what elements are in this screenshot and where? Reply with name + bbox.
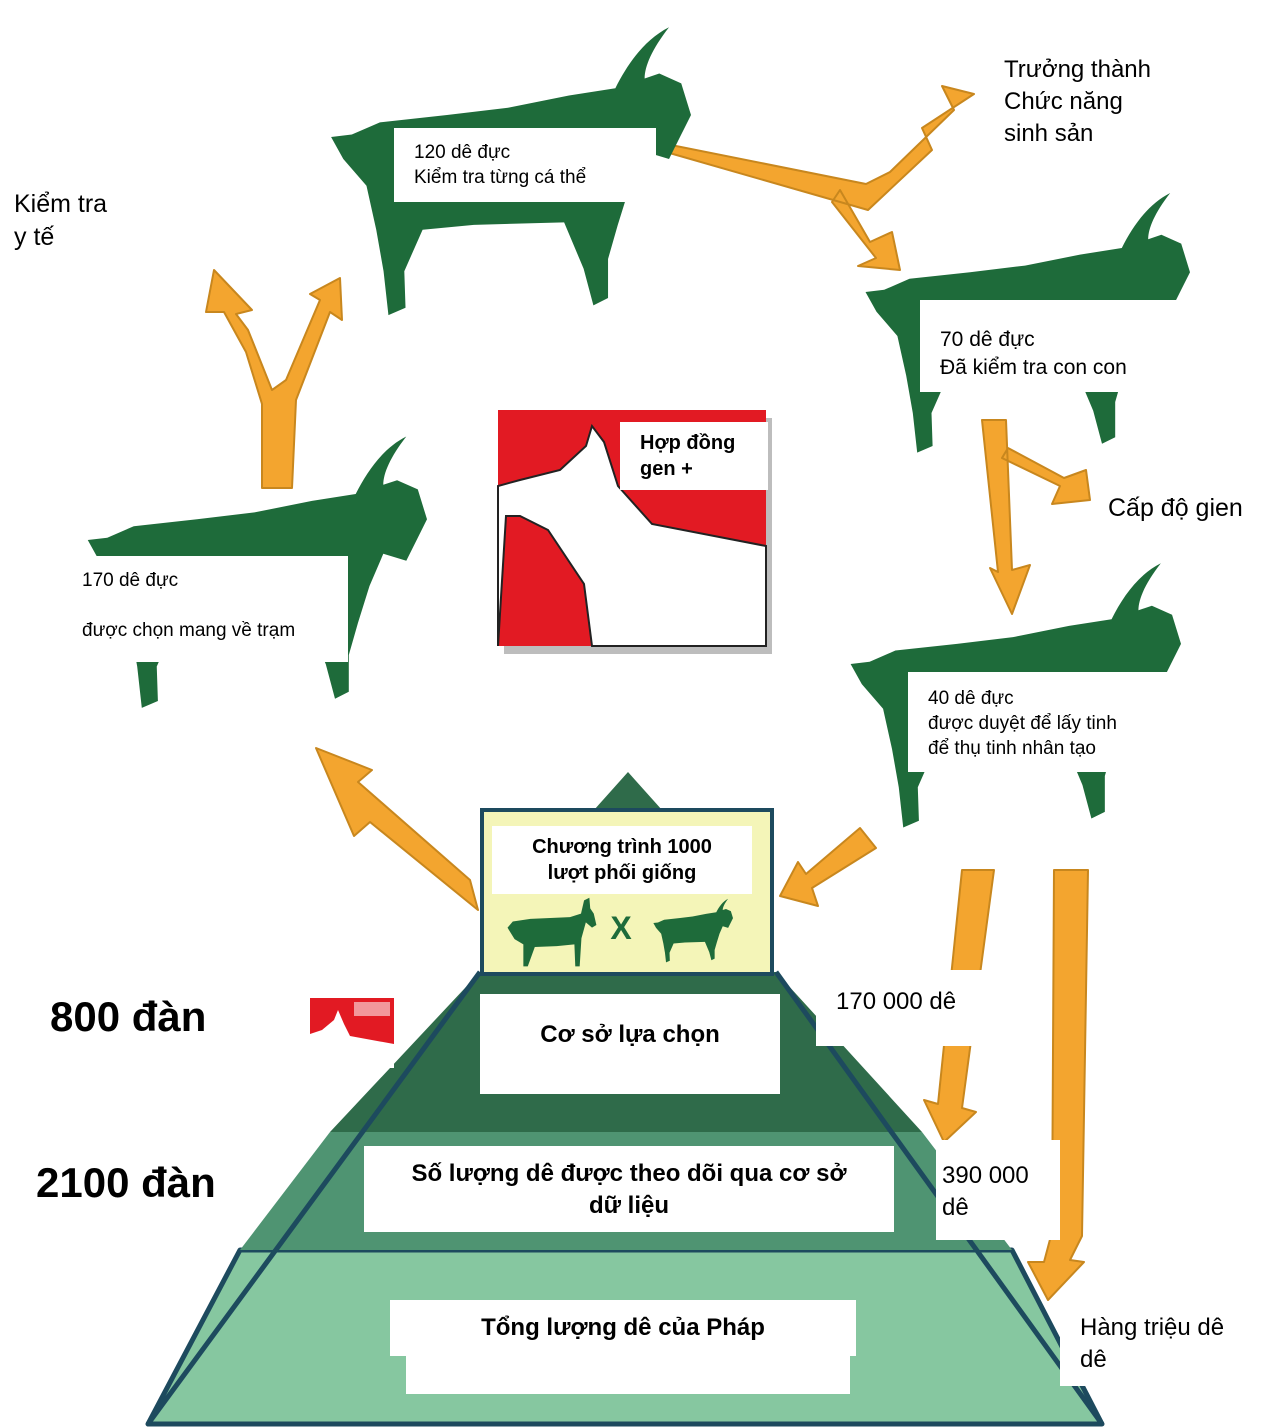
label-120-bucks: 120 dê đực Kiểm tra từng cá thể xyxy=(394,128,656,202)
arrow-y-right xyxy=(982,420,1090,614)
tier-3-label: Tổng lượng dê của Pháp xyxy=(390,1300,856,1356)
label-millions-goats: Hàng triệu dê dê xyxy=(1060,1298,1272,1386)
label-40-bucks: 40 dê đực được duyệt để lấy tinh để thụ … xyxy=(908,672,1168,772)
arrow-y-left xyxy=(206,270,342,488)
label-medical-check: Kiểm tra y tế xyxy=(0,150,214,266)
label-170-bucks: 170 dê đực được chọn mang về trạm xyxy=(62,556,348,662)
label-390000-goats: 390 000 dê xyxy=(936,1140,1060,1240)
label-70-bucks: 70 dê đực Đã kiểm tra con con xyxy=(920,300,1180,392)
label-170000-goats: 170 000 dê xyxy=(816,970,994,1046)
herds-2100: 2100 đàn xyxy=(36,1158,216,1208)
label-gene-level: Cấp độ gien xyxy=(1094,478,1266,562)
tier-1-label: Cơ sở lựa chọn xyxy=(480,994,780,1094)
arrow-left-up xyxy=(316,748,478,910)
pyramid-apex xyxy=(594,772,662,810)
small-goat-logo xyxy=(310,998,394,1068)
program-label: Chương trình 1000 lượt phối giống xyxy=(492,826,752,894)
arrow-right-in xyxy=(780,828,876,906)
label-mature: Trưởng thành Chức năng sinh sản xyxy=(976,38,1176,174)
tier-3-lower-panel xyxy=(406,1356,850,1394)
herds-800: 800 đàn xyxy=(50,992,206,1042)
label-contract: Hợp đồng gen + xyxy=(620,422,768,490)
arrow-y-top-right xyxy=(646,86,974,270)
cross-symbol: X xyxy=(606,910,636,947)
tier-2-label: Số lượng dê được theo dõi qua cơ sở dữ l… xyxy=(364,1146,894,1232)
